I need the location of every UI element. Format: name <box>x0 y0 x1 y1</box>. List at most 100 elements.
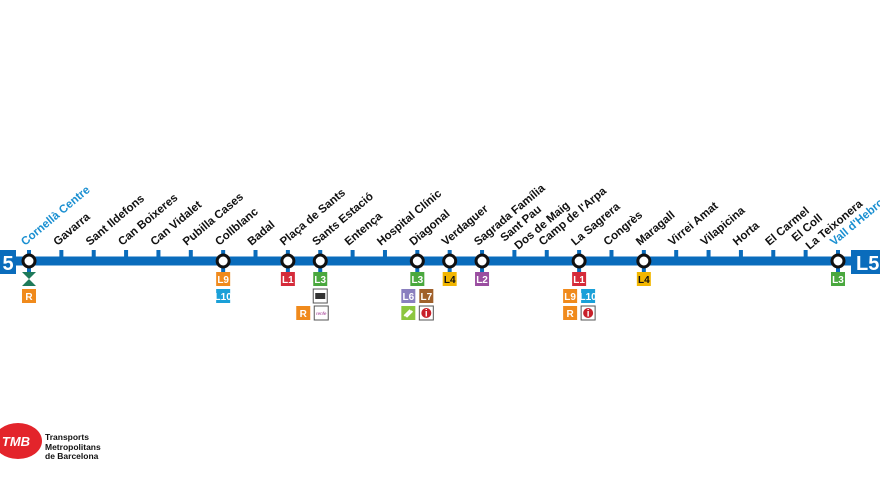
interchange-station-marker <box>21 253 37 269</box>
badge-label: R <box>300 309 308 320</box>
badge-label: R <box>567 309 575 320</box>
badge-bg <box>572 272 587 286</box>
badge-bg <box>563 289 578 303</box>
tmb-logo: TMB <box>0 423 42 459</box>
badge-bg <box>313 305 329 321</box>
badge-l2[interactable]: L2 <box>475 272 490 286</box>
fgc-icon <box>403 309 414 318</box>
station-tick <box>771 250 776 258</box>
badge-label: L4 <box>444 275 456 286</box>
badge-label: L2 <box>476 275 488 286</box>
station-tick <box>544 250 549 258</box>
badge-label: L6 <box>402 292 414 303</box>
badge-fgc[interactable] <box>401 306 416 320</box>
interchange-station-marker <box>474 253 490 269</box>
badge-label: L7 <box>420 292 432 303</box>
badge-l4[interactable]: L4 <box>442 272 457 286</box>
badge-bg <box>296 306 311 320</box>
badge-renfe-logo[interactable] <box>22 272 36 286</box>
logo-line-3: de Barcelona <box>45 451 99 461</box>
badge-l6[interactable]: L6 <box>401 289 416 303</box>
badge-bg <box>313 272 328 286</box>
badge-l10[interactable]: L10 <box>215 289 233 303</box>
badge-info[interactable]: i <box>418 305 434 321</box>
station-tick <box>124 250 129 258</box>
badge-renfe[interactable]: renfe <box>313 305 329 321</box>
badge-l9[interactable]: L9 <box>563 289 578 303</box>
badge-bg <box>831 272 845 286</box>
badge-l3[interactable]: L3 <box>410 272 425 286</box>
badge-l1[interactable]: L1 <box>572 272 587 286</box>
logo-line-1: Transports <box>45 432 89 442</box>
badge-bg <box>216 272 231 286</box>
station-tick <box>738 250 743 258</box>
info-icon <box>583 308 594 318</box>
interchange-station-marker <box>830 253 846 269</box>
info-icon <box>421 308 432 318</box>
station-tick <box>188 250 193 258</box>
tmb-logo-mark <box>0 423 42 459</box>
badge-label: L10 <box>580 292 598 303</box>
badge-bg <box>442 272 457 286</box>
badge-l7[interactable]: L7 <box>419 289 434 303</box>
interchange-station-marker <box>215 253 231 269</box>
info-icon-glyph: i <box>425 309 428 320</box>
badge-bus[interactable] <box>312 288 328 304</box>
station-name[interactable]: Horta <box>731 219 762 248</box>
line-name-right: L5 <box>856 253 879 275</box>
badge-bg <box>280 272 295 286</box>
logo-line-2: Metropolitans <box>45 441 101 452</box>
station[interactable]: Horta <box>731 219 762 258</box>
badge-label: L1 <box>573 275 585 286</box>
badge-bg <box>581 289 596 303</box>
badge-l1[interactable]: L1 <box>280 272 295 286</box>
badge-info[interactable]: i <box>580 305 596 321</box>
badge-label: L4 <box>638 275 650 286</box>
badge-bg <box>419 289 434 303</box>
badge-l3[interactable]: L3 <box>313 272 328 286</box>
bus-icon <box>315 293 326 299</box>
badge-bg <box>22 289 36 303</box>
station-tick <box>512 250 517 258</box>
badge-label: L9 <box>217 275 229 286</box>
badge-label: L1 <box>282 275 294 286</box>
station-tick <box>382 250 387 258</box>
line-badge-left <box>0 250 16 274</box>
renfe-logo-icon <box>22 272 36 286</box>
badge-label: L3 <box>832 275 844 286</box>
badge-l4[interactable]: L4 <box>636 272 651 286</box>
badge-label: L10 <box>215 292 233 303</box>
badge-label: L3 <box>314 275 326 286</box>
badge-bg <box>563 306 578 320</box>
station-tick <box>803 250 808 258</box>
station-tick <box>674 250 679 258</box>
badge-bg <box>636 272 651 286</box>
interchange-station-marker <box>312 253 328 269</box>
interchange-station-marker <box>636 253 652 269</box>
station-tick <box>59 250 64 258</box>
badge-l9[interactable]: L9 <box>216 272 231 286</box>
badge-label: R <box>25 292 33 303</box>
renfe-text: renfe <box>316 311 327 316</box>
badge-label: L3 <box>411 275 423 286</box>
station-tick <box>156 250 161 258</box>
station-tick <box>609 250 614 258</box>
interchange-station-marker <box>442 253 458 269</box>
tmb-logo-text: TMB <box>2 434 30 449</box>
badge-r[interactable]: R <box>563 306 578 320</box>
badge-bg <box>401 289 416 303</box>
badge-bg <box>475 272 490 286</box>
interchange-station-marker <box>571 253 587 269</box>
badge-bg <box>410 272 425 286</box>
badge-label: L9 <box>564 292 576 303</box>
badge-l3[interactable]: L3 <box>831 272 845 286</box>
badge-l10[interactable]: L10 <box>580 289 598 303</box>
station[interactable]: Badal <box>246 219 278 258</box>
line-badge-right <box>851 250 880 274</box>
operator-name: Transports Metropolitans de Barcelona <box>45 432 101 462</box>
station-tick <box>350 250 355 258</box>
badge-r[interactable]: R <box>296 306 311 320</box>
badge-r[interactable]: R <box>22 289 36 303</box>
